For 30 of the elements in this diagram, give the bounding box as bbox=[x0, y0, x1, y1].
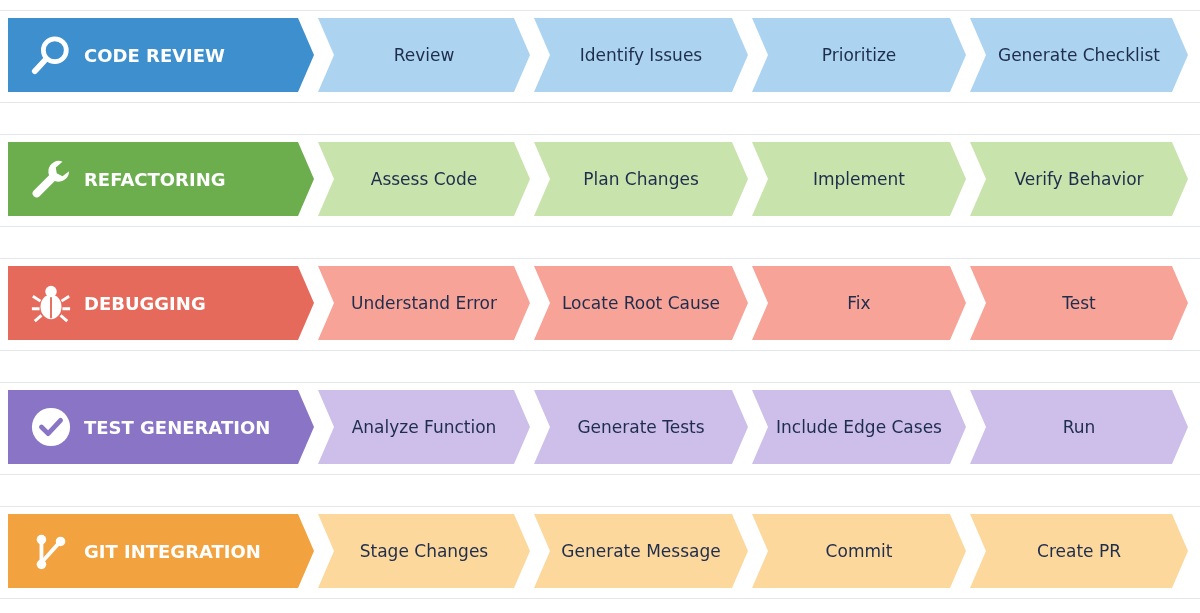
step-label: Run bbox=[1062, 417, 1096, 437]
category-banner bbox=[8, 142, 314, 216]
step-label: Generate Message bbox=[561, 541, 721, 561]
step-label: Understand Error bbox=[351, 293, 497, 313]
step-label: Analyze Function bbox=[351, 417, 497, 437]
step-label: Review bbox=[393, 45, 455, 65]
category-title: GIT INTEGRATION bbox=[84, 540, 261, 562]
category-banner bbox=[8, 514, 314, 588]
category-title: CODE REVIEW bbox=[84, 44, 225, 66]
step-label: Assess Code bbox=[370, 169, 478, 189]
step-label: Commit bbox=[825, 541, 893, 561]
category-banner bbox=[8, 266, 314, 340]
step-label: Identify Issues bbox=[579, 45, 703, 65]
step-label: Create PR bbox=[1037, 541, 1121, 561]
step-label: Generate Tests bbox=[577, 417, 705, 437]
step-label: Implement bbox=[813, 169, 905, 189]
step-label: Stage Changes bbox=[359, 541, 489, 561]
category-banner bbox=[8, 390, 314, 464]
category-title: REFACTORING bbox=[84, 168, 226, 190]
category-banner bbox=[8, 18, 314, 92]
step-label: Test bbox=[1062, 293, 1096, 313]
step-label: Verify Behavior bbox=[1014, 169, 1144, 189]
step-label: Locate Root Cause bbox=[561, 293, 721, 313]
step-label: Fix bbox=[847, 293, 871, 313]
step-label: Prioritize bbox=[821, 45, 897, 65]
step-label: Include Edge Cases bbox=[776, 417, 942, 437]
category-title: DEBUGGING bbox=[84, 292, 206, 314]
step-label: Generate Checklist bbox=[997, 45, 1161, 65]
step-label: Plan Changes bbox=[583, 169, 699, 189]
category-title: TEST GENERATION bbox=[84, 416, 271, 438]
